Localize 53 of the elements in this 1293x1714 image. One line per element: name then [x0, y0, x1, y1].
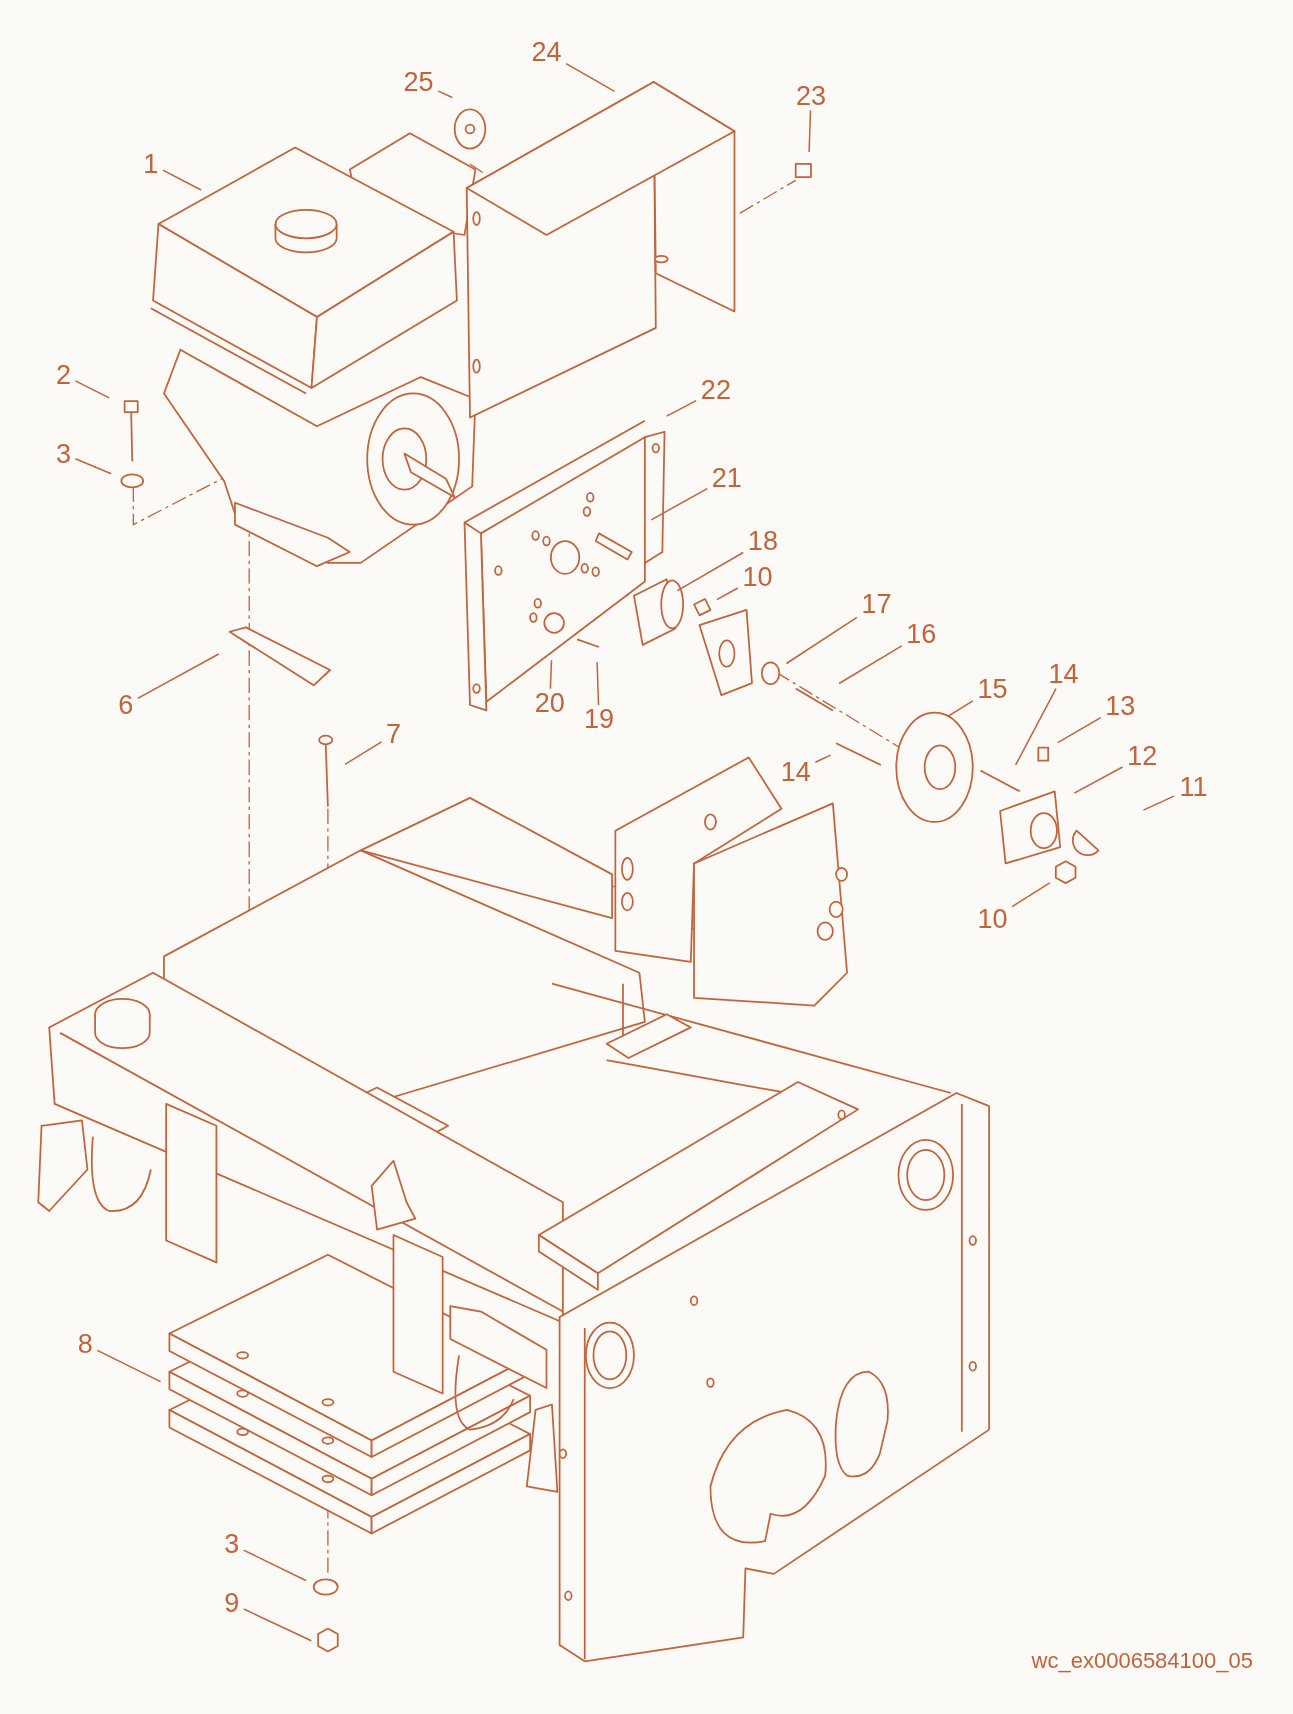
- leader-line: [344, 741, 383, 766]
- leader-line: [74, 457, 112, 475]
- callout-number: 21: [711, 464, 742, 492]
- leader-line: [242, 1608, 313, 1642]
- callout-number: 1: [143, 150, 159, 178]
- callout-number: 24: [531, 38, 562, 66]
- callout-number: 14: [780, 758, 811, 786]
- leader-line: [1057, 716, 1102, 744]
- leader-line: [96, 1349, 162, 1383]
- leader-line: [650, 487, 708, 521]
- callout-number: 23: [795, 82, 826, 110]
- callout-number: 6: [118, 691, 134, 719]
- callout-number: 14: [1048, 660, 1079, 688]
- leader-line: [716, 587, 739, 601]
- leader-line: [565, 62, 616, 93]
- callout-number: 13: [1105, 692, 1136, 720]
- leader-line: [74, 380, 110, 399]
- leader-line: [162, 169, 202, 191]
- callout-number: 2: [55, 361, 71, 389]
- leader-line: [136, 653, 220, 700]
- callout-number: 3: [55, 440, 71, 468]
- leader-line: [1011, 882, 1051, 908]
- callout-number: 7: [385, 721, 401, 748]
- leader-line: [838, 645, 903, 685]
- leader-line: [814, 754, 832, 764]
- leader-line: [785, 616, 858, 665]
- leader-line: [665, 399, 697, 417]
- leader-line: [1142, 795, 1175, 811]
- callout-number: 15: [977, 675, 1008, 703]
- leader-line: [808, 109, 812, 153]
- callout-number: 20: [534, 689, 565, 717]
- callout-number: 16: [906, 620, 937, 648]
- leader-line: [549, 659, 553, 690]
- leader-line: [242, 1549, 307, 1582]
- callout-number: 11: [1179, 773, 1208, 801]
- callout-number: 17: [861, 590, 892, 618]
- callout-number: 8: [77, 1330, 93, 1358]
- callout-number: 25: [403, 68, 434, 96]
- callout-number: 3: [224, 1530, 240, 1558]
- leader-line: [596, 661, 600, 706]
- callout-number: 10: [742, 563, 773, 591]
- drawing-code: wc_ex0006584100_05: [1031, 1648, 1253, 1674]
- leader-line: [1014, 687, 1057, 766]
- callout-number: 9: [224, 1589, 240, 1617]
- callout-number: 10: [977, 905, 1008, 933]
- callout-number: 18: [747, 527, 778, 555]
- leader-line: [1073, 766, 1124, 794]
- leader-line: [676, 551, 744, 592]
- callout-number: 22: [700, 376, 731, 404]
- leader-line: [947, 700, 974, 717]
- leader-line: [437, 90, 454, 99]
- callout-number: 19: [583, 705, 614, 733]
- callout-number: 12: [1127, 742, 1158, 770]
